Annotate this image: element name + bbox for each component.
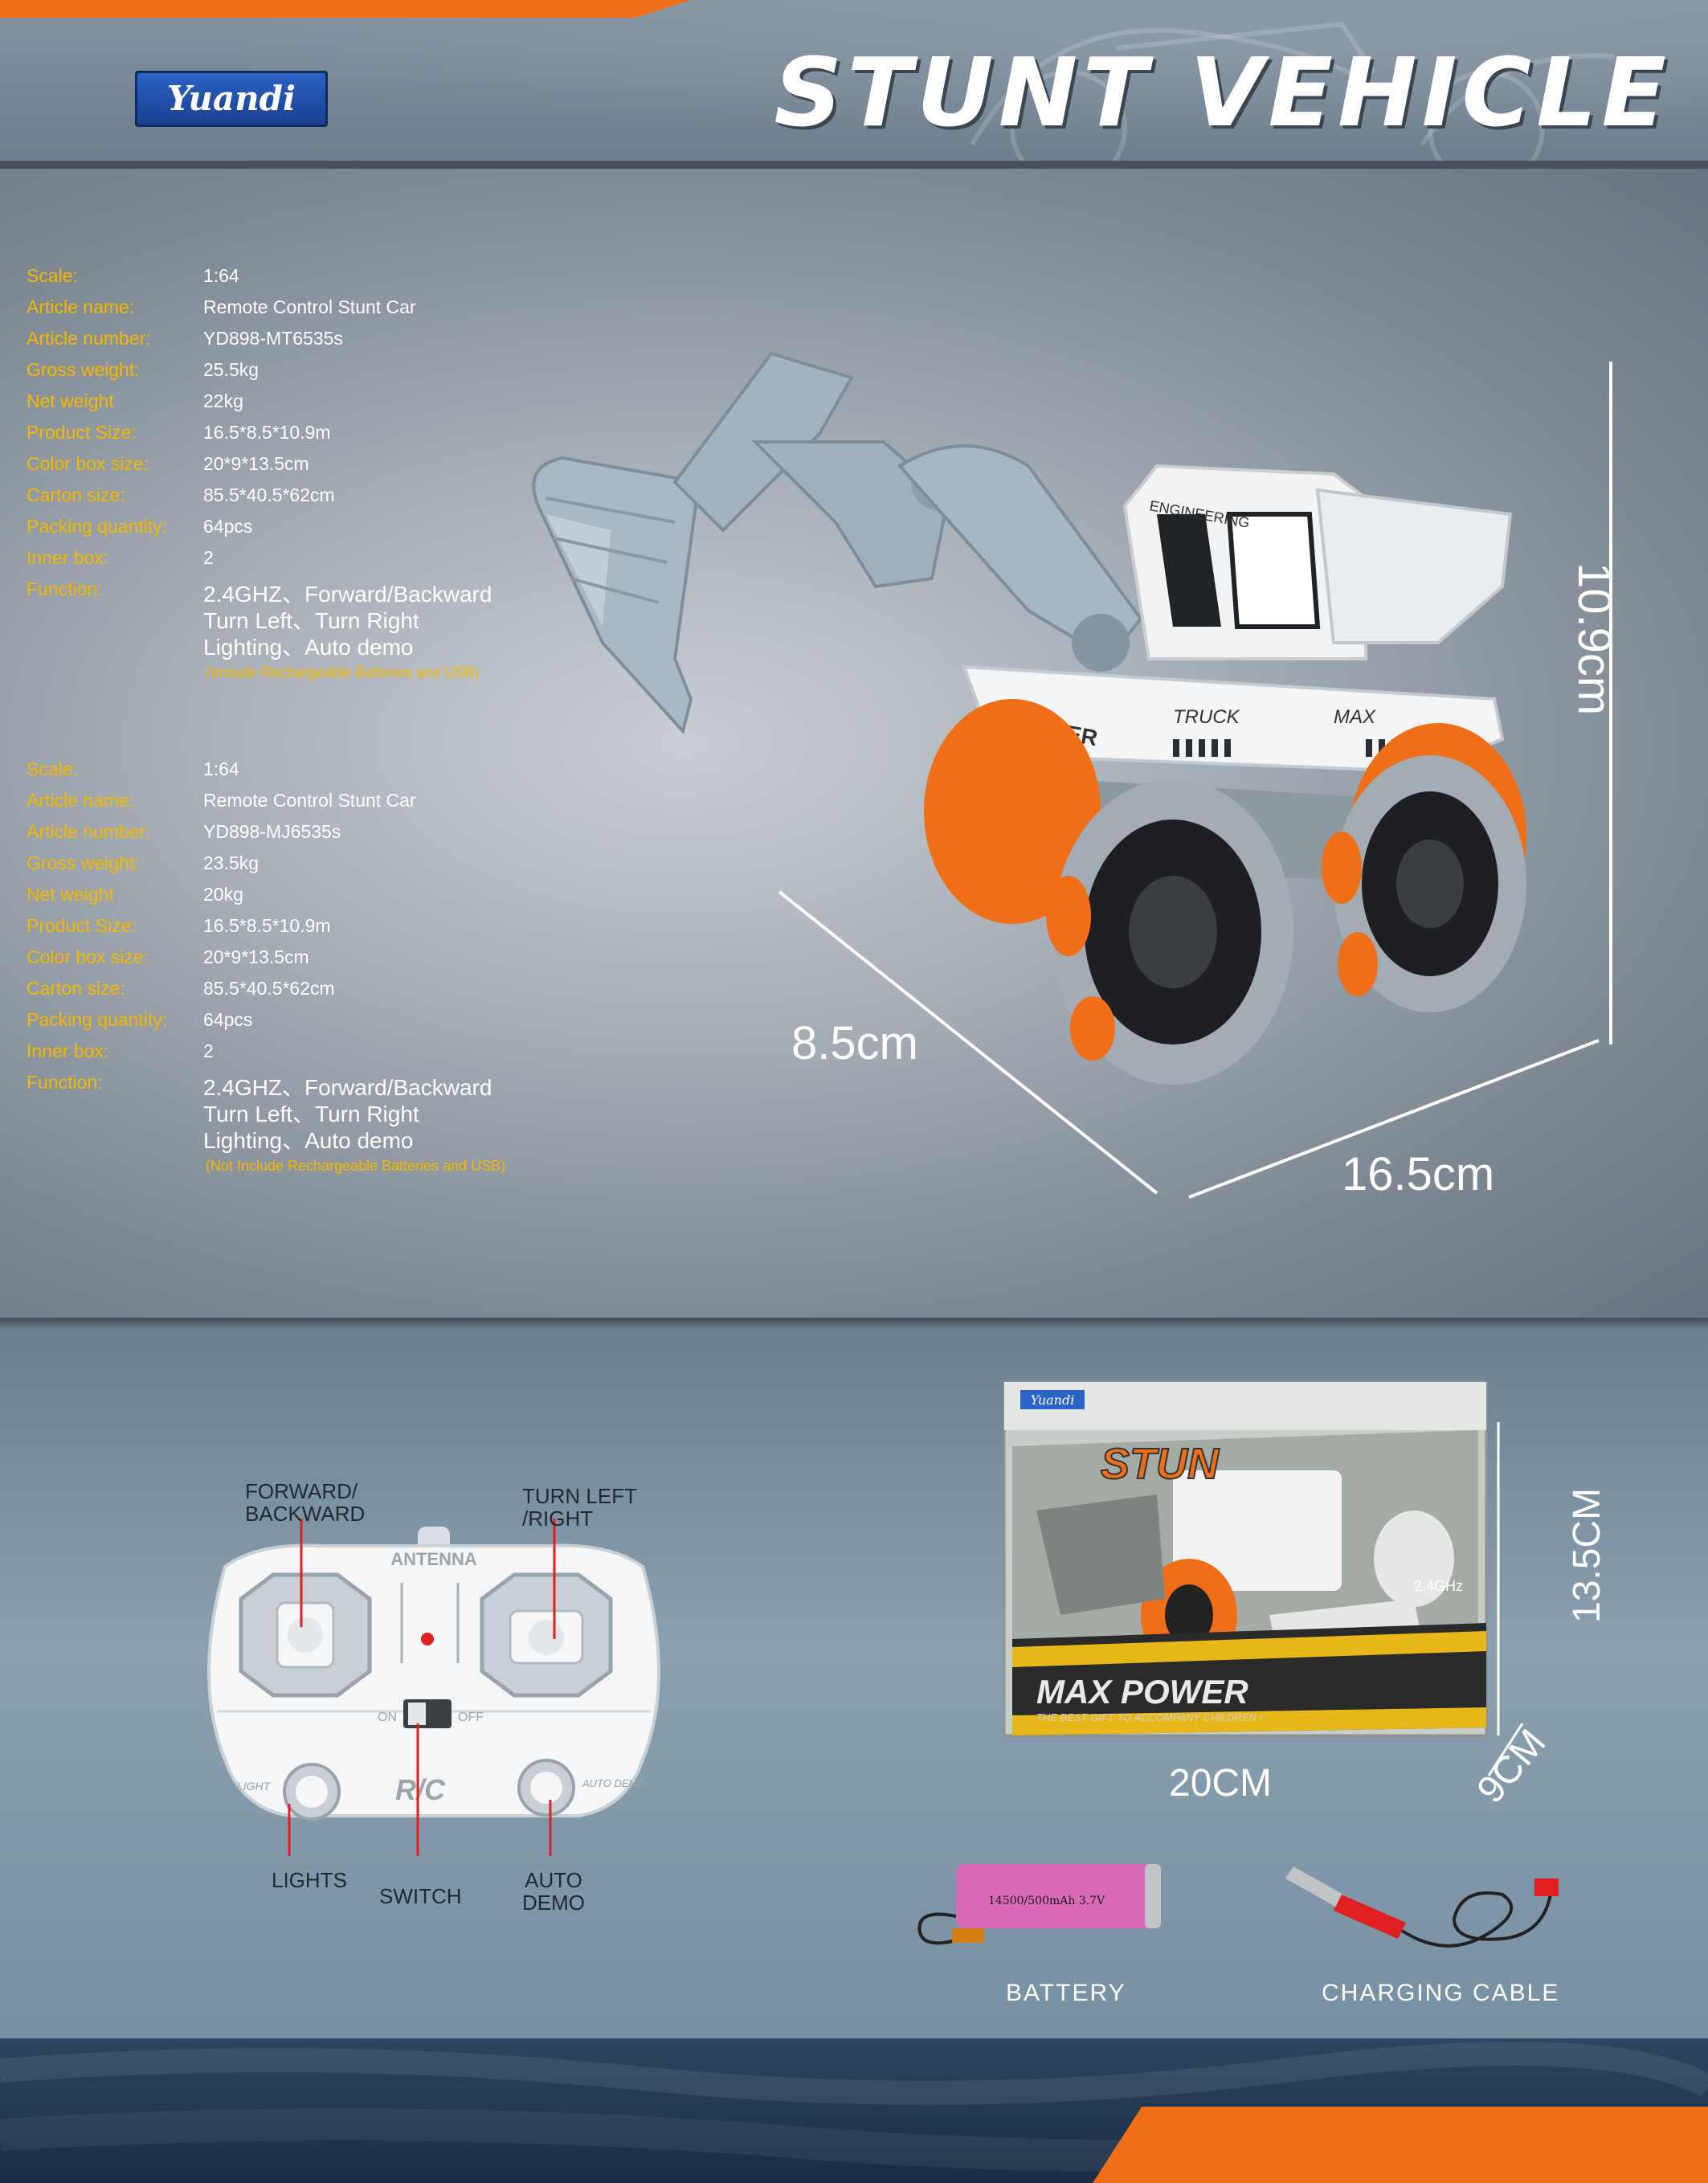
function-note: (Not Include Rechargeable Batteries and … [206,1158,506,1174]
package-banner-sub: THE BEST GIFT TO ACCOMPANY CHILDREN ! [1036,1711,1263,1723]
battery-image: 14500/500mAh 3.7V [917,1864,1161,1945]
function-line: Lighting、Auto demo [203,1128,414,1153]
spec-label: Color box size: [27,453,149,474]
spec-value: 1:64 [203,758,239,779]
package-brand: Yuandi [1031,1392,1075,1408]
package-width-dim: 20CM [1169,1762,1273,1805]
spec-value: 64pcs [203,1009,253,1030]
charging-cable-image [1285,1866,1559,1948]
spec-label: Inner box: [27,547,109,568]
spec-label: Carton size: [27,978,125,999]
spec-label: Packing quantity: [27,1009,168,1030]
section-divider [0,1318,1708,1329]
header-divider [0,161,1708,169]
spec-value: 20*9*13.5cm [203,946,309,967]
controller-light-label: LIGHT [237,1780,272,1793]
battery-print: 14500/500mAh 3.7V [988,1895,1105,1907]
spec-value: 85.5*40.5*62cm [203,484,335,505]
package-box-image: Yuandi 2.4GHz MAX POWER THE BEST GIFT TO… [1003,1380,1500,1737]
spec-value: YD898-MJ6535s [203,821,341,842]
callout-lights: LIGHTS [272,1868,347,1892]
controller-rc-logo: R/C [395,1773,446,1806]
callout-turn: TURN LEFT /RIGHT [522,1485,637,1530]
function-line: 2.4GHZ、Forward/Backward [203,582,492,607]
package-height-dim: 13.5CM [1566,1487,1608,1623]
callout-auto-demo: AUTO DEMO [522,1869,585,1914]
dimension-lines [778,362,1612,1199]
package-freq: 2.4GHz [1414,1578,1463,1594]
spec-label: Inner box: [27,1040,109,1061]
function-line: Turn Left、Turn Right [203,608,419,633]
spec-label: Color box size: [27,946,149,967]
function-line: 2.4GHZ、Forward/Backward [203,1075,492,1100]
dimension-depth: 8.5cm [791,1017,918,1069]
function-line: Lighting、Auto demo [203,635,414,660]
decal-truck: TRUCK [1173,706,1240,728]
excavator-stunt-car-image: ENGINEERING POWER TRUCK MAX [532,351,1526,1085]
cable-label: CHARGING CABLE [1322,1980,1560,2006]
spec-label: Article number: [27,821,151,842]
switch-off-label: OFF [458,1711,484,1724]
callout-line: AUTO [525,1868,582,1892]
spec-label: Net weight [27,390,114,411]
spec-value: 85.5*40.5*62cm [203,978,335,999]
callout-line: FORWARD/ [245,1479,358,1503]
remote-controller-image: ANTENNA ON OFF LIGHT AUTO DEMO R/C [207,1519,660,1856]
package-depth-line [1487,1723,1524,1776]
spec-label: Carton size: [27,484,125,505]
spec-value: 20*9*13.5cm [203,453,309,474]
spec-value: 25.5kg [203,359,259,380]
spec-label: Article name: [27,790,135,811]
spec-label: Gross weight: [27,359,140,380]
svg-text:STUN: STUN [1101,1440,1220,1488]
package-banner-title: MAX POWER [1036,1673,1248,1711]
spec-label: Scale: [27,758,78,779]
footer-orange-stripe [1093,2107,1708,2183]
dimension-width: 16.5cm [1342,1148,1495,1200]
spec-label: Scale: [27,265,78,286]
brand-logo-text: Yuandi [167,79,296,118]
spec-value: 16.5*8.5*10.9m [203,422,331,443]
spec-value: 16.5*8.5*10.9m [203,915,331,936]
dimension-height: 10.9cm [1568,562,1620,716]
spec-value: 1:64 [203,265,239,286]
header-orange-stripe [0,0,691,18]
spec-label: Function: [27,578,103,599]
spec-value: 2 [203,1040,214,1061]
spec-value: Remote Control Stunt Car [203,296,416,317]
callout-switch: SWITCH [379,1884,462,1908]
header-monster-truck-watermark [970,21,1616,161]
callout-line: TURN LEFT [522,1484,637,1508]
spec-label: Article name: [27,296,135,317]
brand-logo [135,71,328,127]
callout-line: DEMO [522,1891,585,1915]
spec-value: 23.5kg [203,852,259,873]
spec-label: Packing quantity: [27,516,168,537]
function-note: (Include Rechargeable Batteries and USB) [206,664,480,681]
callout-line: BACKWARD [245,1502,366,1526]
spec-label: Product Size: [27,422,137,443]
header-banner [0,0,1708,165]
spec-label: Article number: [27,328,151,349]
spec-label: Gross weight: [27,852,140,873]
spec-value: 20kg [203,884,243,905]
spec-value: 22kg [203,390,243,411]
function-line: Turn Left、Turn Right [203,1102,419,1126]
callout-line: /RIGHT [522,1506,594,1531]
controller-antenna-label: ANTENNA [390,1549,477,1569]
callout-forward-backward: FORWARD/ BACKWARD [245,1480,365,1525]
spec-label: Net weight [27,884,114,905]
decal-max: MAX [1334,706,1376,728]
page-title: STUNT VEHICLE [774,37,1671,148]
switch-on-label: ON [378,1711,397,1724]
spec-value: 64pcs [203,516,253,537]
controller-auto-demo-label: AUTO DEMO [582,1777,646,1789]
spec-value: 2 [203,547,214,568]
spec-label: Function: [27,1072,103,1093]
spec-label: Product Size: [27,915,137,936]
spec-value: YD898-MT6535s [203,328,343,349]
spec-value: Remote Control Stunt Car [203,790,416,811]
battery-label: BATTERY [1006,1980,1126,2006]
